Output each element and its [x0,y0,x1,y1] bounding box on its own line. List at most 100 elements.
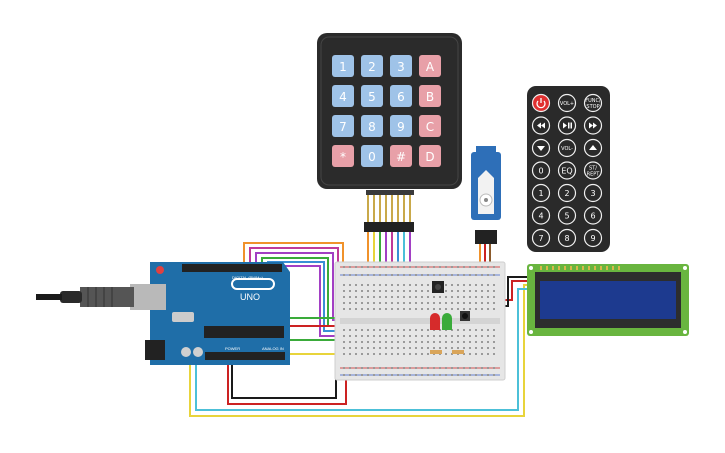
keypad-key-5[interactable] [361,85,383,107]
keypad-key-label: C [426,120,434,134]
keypad-key-A[interactable] [419,55,441,77]
keypad-key-label: 6 [397,90,405,104]
keypad-connector [366,190,414,195]
breadboard-holes [343,266,495,376]
keypad-key-label: D [425,150,434,164]
analog-label: ANALOG IN [262,346,284,351]
remote-button-1[interactable] [531,183,551,203]
wire-lcd-scl [195,288,530,411]
servo-horn [478,170,494,214]
keypad-key-#[interactable] [390,145,412,167]
keypad-pins [367,195,411,222]
remote-button-6[interactable] [583,206,603,225]
digital-label: DIGITAL (PWM~) [232,275,264,280]
keypad-key-label: 2 [368,60,376,74]
fast-forward-icon [589,122,597,129]
keypad-key-label: 3 [397,60,405,74]
lcd-display [527,264,689,336]
remote-button-label: VOL+ [560,101,574,107]
remote-button-label: 5 [564,212,569,221]
keypad-key-label: B [426,90,434,104]
keypad-key-4[interactable] [332,85,354,107]
led-green [442,313,452,330]
keypad-key-C[interactable] [419,115,441,137]
keypad-key-label: 5 [368,90,376,104]
usb-plug [80,287,134,307]
led-red [430,313,440,330]
keypad-key-B[interactable] [419,85,441,107]
remote-button-vol-[interactable] [557,138,577,158]
power-icon [536,100,546,109]
usb-port [130,284,166,310]
remote-button-label: 9 [590,234,595,243]
lcd-pins [540,266,620,270]
remote-button-4[interactable] [531,206,551,225]
keypad-key-label: 1 [339,60,347,74]
remote-button-8[interactable] [557,228,577,248]
keypad-key-7[interactable] [332,115,354,137]
remote-button-label: 0 [538,167,543,176]
keypad-key-1[interactable] [332,55,354,77]
lcd-screen [540,281,676,319]
remote-button-5[interactable] [557,206,577,225]
remote-button-label: 8 [564,234,569,243]
usb-cable [36,284,166,310]
remote-button-label: 3 [590,189,595,198]
keypad-key-label: 7 [339,120,347,134]
keypad-key-D[interactable] [419,145,441,167]
remote-button-label: STOP [586,104,599,110]
analog-header [205,352,285,360]
keypad-key-label: 4 [339,90,347,104]
digital-header [182,264,282,272]
remote-button-label: VOL- [561,146,573,152]
remote-button-7[interactable] [531,228,551,248]
breadboard [334,261,506,381]
remote-button-strept[interactable] [583,161,603,180]
keypad-key-2[interactable] [361,55,383,77]
resistor-1 [430,350,442,354]
wire-lcd-vcc [502,280,530,301]
power-label: POWER [225,346,240,351]
remote-button-9[interactable] [583,228,603,248]
keypad-key-8[interactable] [361,115,383,137]
remote-button-3[interactable] [583,183,603,203]
remote-button-2[interactable] [557,183,577,203]
keypad-key-label: A [426,60,435,74]
remote-button-vol+[interactable] [557,93,577,113]
arduino-infinity-logo [231,278,275,290]
remote-button-funcstop[interactable] [583,93,603,113]
usb-cord [36,294,62,300]
keypad-key-9[interactable] [390,115,412,137]
arduino-board [150,262,290,365]
remote-button-eq[interactable] [557,161,577,180]
arduino-uno: UNO DIGITAL (PWM~) POWER ANALOG IN [145,262,290,365]
keypad-key-label: 8 [368,120,376,134]
remote-button-label: 4 [538,212,543,221]
keypad-key-label: 9 [397,120,405,134]
arrow-up-icon [589,145,597,150]
servo-motor [471,146,501,244]
remote-button-label: EQ [561,167,572,176]
arduino-model-label: UNO [240,292,260,302]
keypad-key-0[interactable] [361,145,383,167]
play-pause-icon [563,122,572,129]
keypad-key-6[interactable] [390,85,412,107]
resistor-2 [452,350,464,354]
keypad-header [364,222,414,232]
remote-button-label: 7 [538,234,543,243]
remote-button-label: REPT [587,172,601,178]
rewind-icon [537,122,545,129]
keypad-key-3[interactable] [390,55,412,77]
atmega-chip [204,326,284,338]
remote-button-label: 2 [564,189,569,198]
keypad-key-*[interactable] [332,145,354,167]
power-jack [145,340,165,360]
remote-button-label: ST/ [589,166,597,172]
remote-button-0[interactable] [531,161,551,180]
keypad-key-label: # [396,150,406,164]
